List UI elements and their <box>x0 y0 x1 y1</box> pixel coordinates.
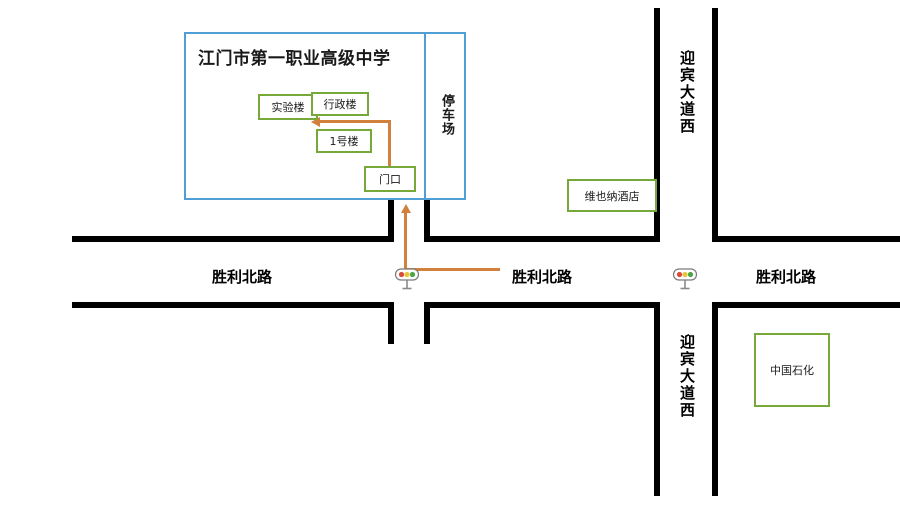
road-yingbin-east-line-north <box>712 8 718 242</box>
poi-lab-building[interactable]: 实验楼 <box>258 94 318 120</box>
road-label-yingbin-south: 迎宾大道西 <box>678 334 696 419</box>
route-arrow-to-lab <box>311 117 320 127</box>
road-horizontal-south-center <box>424 302 660 308</box>
road-vertical-campus-west-south <box>388 302 394 344</box>
road-label-shengli-west: 胜利北路 <box>212 268 273 286</box>
poi-building-1-label: 1号楼 <box>329 135 359 148</box>
route-segment-gate-vertical <box>388 120 391 168</box>
road-horizontal-south-west <box>72 302 390 308</box>
poi-campus-gate[interactable]: 门口 <box>364 166 416 192</box>
poi-admin-building-label: 行政楼 <box>323 98 357 111</box>
poi-lab-building-label: 实验楼 <box>271 101 305 114</box>
campus-boundary <box>184 32 466 200</box>
poi-campus-gate-label: 门口 <box>379 173 401 186</box>
traffic-light-east[interactable] <box>672 266 698 292</box>
route-arrow-into-campus <box>401 204 411 213</box>
road-horizontal-north-east <box>718 236 900 242</box>
poi-sinopec-label: 中国石化 <box>770 364 814 377</box>
poi-sinopec[interactable]: 中国石化 <box>754 333 830 407</box>
road-label-yingbin-north: 迎宾大道西 <box>678 50 696 135</box>
road-vertical-campus-west-north <box>388 200 394 242</box>
road-horizontal-south-east <box>718 302 900 308</box>
route-segment-street-horizontal <box>404 268 500 271</box>
road-horizontal-north-center <box>424 236 660 242</box>
route-segment-to-lab-horizontal <box>318 120 390 123</box>
road-vertical-campus-east-south <box>424 302 430 344</box>
road-yingbin-east-line-south <box>712 302 718 496</box>
route-segment-street-vertical <box>404 212 407 270</box>
poi-building-1[interactable]: 1号楼 <box>316 129 372 153</box>
road-yingbin-west-line-south <box>654 302 660 496</box>
campus-title: 江门市第一职业高级中学 <box>198 49 391 69</box>
road-horizontal-north-west <box>72 236 390 242</box>
traffic-light-west-icon <box>394 268 420 290</box>
parking-lot-label: 停车场 <box>439 94 454 136</box>
road-label-shengli-east: 胜利北路 <box>756 268 817 286</box>
poi-vienna-hotel[interactable]: 维也纳酒店 <box>567 179 657 212</box>
road-yingbin-west-line-north <box>654 8 660 242</box>
poi-admin-building[interactable]: 行政楼 <box>311 92 369 116</box>
poi-vienna-hotel-label: 维也纳酒店 <box>584 189 640 203</box>
traffic-light-east-icon <box>672 268 698 290</box>
campus-parking-divider <box>424 32 426 200</box>
traffic-light-west[interactable] <box>394 266 420 292</box>
road-label-shengli-center: 胜利北路 <box>512 268 573 286</box>
road-vertical-campus-east-north <box>424 200 430 242</box>
